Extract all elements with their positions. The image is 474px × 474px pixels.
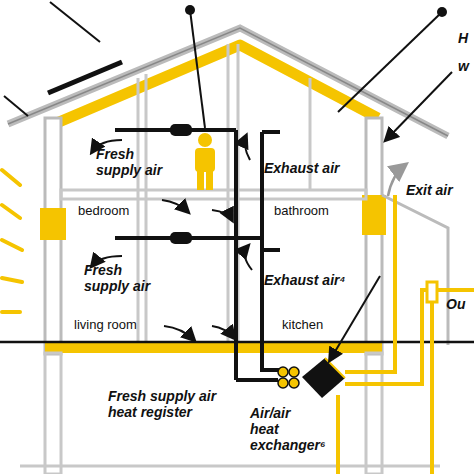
component-label: Fresh supply air heat register (108, 388, 230, 420)
flow-label: Exhaust air⁴ (264, 272, 362, 288)
flow-label: Exit air (406, 182, 472, 198)
component-label: Air/air heat exchanger⁶ (250, 405, 320, 453)
cut-label: Ou (446, 296, 472, 312)
room-name: bathroom (274, 204, 354, 219)
flow-label: Fresh supply air (96, 146, 176, 178)
room-name: kitchen (282, 318, 352, 333)
room-name: bedroom (78, 204, 158, 219)
flow-label: Fresh supply air (84, 262, 164, 294)
cut-label: w (458, 58, 472, 74)
flow-label: Exhaust air (264, 160, 359, 176)
cut-label: H (458, 30, 472, 46)
room-name: living room (74, 318, 164, 333)
